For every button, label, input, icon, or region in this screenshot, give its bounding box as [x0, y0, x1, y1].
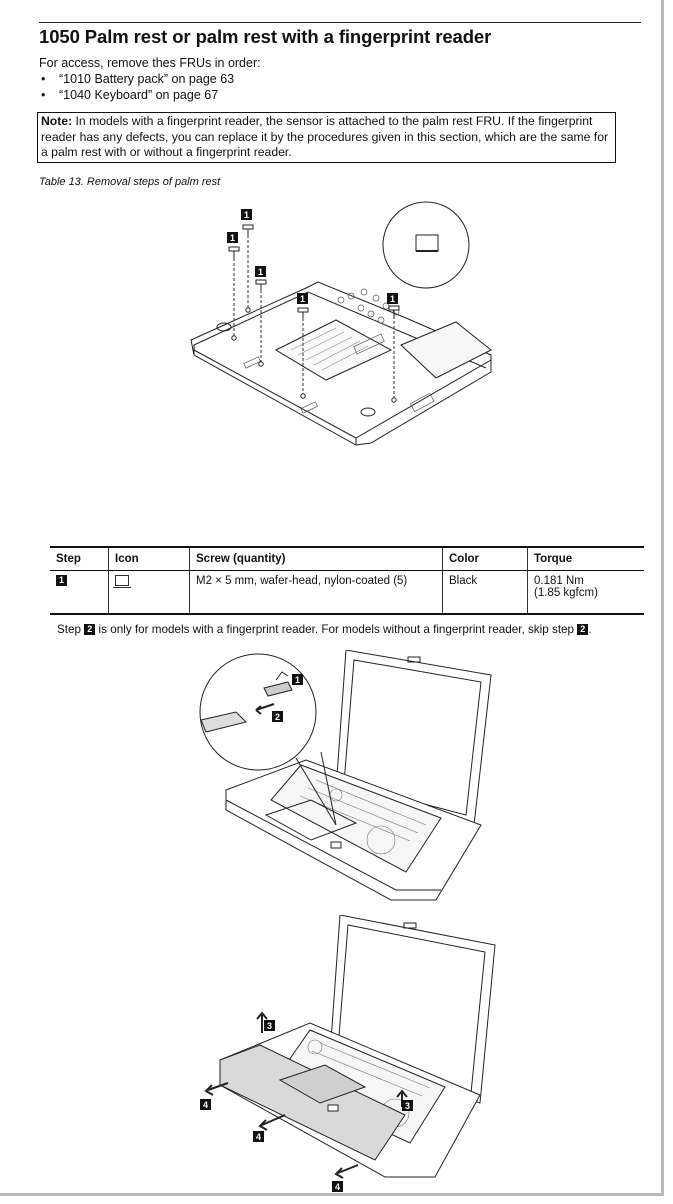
screw-color: Black — [442, 570, 528, 615]
callout-1: 1 — [258, 267, 263, 277]
table-row: 1 M2 × 5 mm, wafer-head, nylon-coated (5… — [50, 570, 644, 615]
callout-1: 1 — [295, 675, 300, 685]
screw-table: Step Icon Screw (quantity) Color Torque … — [50, 546, 644, 615]
step-badge: 2 — [84, 624, 96, 636]
callout-4: 4 — [335, 1182, 340, 1192]
section-title: 1050 Palm rest or palm rest with a finge… — [39, 26, 492, 47]
step-badge: 1 — [56, 575, 67, 587]
header-color: Color — [442, 546, 528, 571]
figure-underside-screws: 1 1 1 1 1 — [190, 201, 492, 446]
callout-4: 4 — [203, 1100, 208, 1110]
torque-nm: 0.181 Nm — [534, 575, 584, 587]
note-box: Note: In models with a fingerprint reade… — [37, 112, 616, 163]
step-badge: 2 — [577, 624, 589, 636]
callout-1-screws: 1 1 1 1 1 — [227, 209, 398, 304]
callout-2: 2 — [275, 712, 280, 722]
fru-link-battery[interactable]: “1010 Battery pack” on page 63 — [39, 71, 261, 87]
access-instructions: For access, remove thes FRUs in order: “… — [39, 55, 261, 103]
callouts-removal: 3 3 4 4 4 — [200, 1020, 413, 1192]
figure-palm-rest-removal: 3 3 4 4 4 — [200, 915, 496, 1192]
callout-1: 1 — [390, 294, 395, 304]
figure-fingerprint-connector: 1 2 — [199, 650, 492, 901]
torque-kgfcm: (1.85 kgfcm) — [534, 587, 598, 599]
callout-3: 3 — [405, 1101, 410, 1111]
access-intro: For access, remove thes FRUs in order: — [39, 56, 261, 70]
fru-list: “1010 Battery pack” on page 63 “1040 Key… — [39, 71, 261, 103]
table-caption: Table 13. Removal steps of palm rest — [39, 176, 221, 188]
screw-spec: M2 × 5 mm, wafer-head, nylon-coated (5) — [189, 570, 443, 615]
screw-icon — [113, 575, 131, 588]
callout-3: 3 — [267, 1021, 272, 1031]
header-icon: Icon — [108, 546, 190, 571]
header-step: Step — [50, 546, 109, 571]
header-screw: Screw (quantity) — [189, 546, 443, 571]
callout-1: 1 — [244, 210, 249, 220]
callouts-connector: 1 2 — [272, 674, 303, 722]
callout-4: 4 — [256, 1132, 261, 1142]
note-label: Note: — [41, 114, 73, 128]
callout-1: 1 — [230, 233, 235, 243]
step-note: Step 2 is only for models with a fingerp… — [57, 623, 592, 636]
fru-link-keyboard[interactable]: “1040 Keyboard” on page 67 — [39, 87, 261, 103]
note-text: In models with a fingerprint reader, the… — [41, 114, 609, 159]
top-rule — [39, 22, 641, 23]
header-torque: Torque — [527, 546, 644, 571]
callout-1: 1 — [300, 294, 305, 304]
